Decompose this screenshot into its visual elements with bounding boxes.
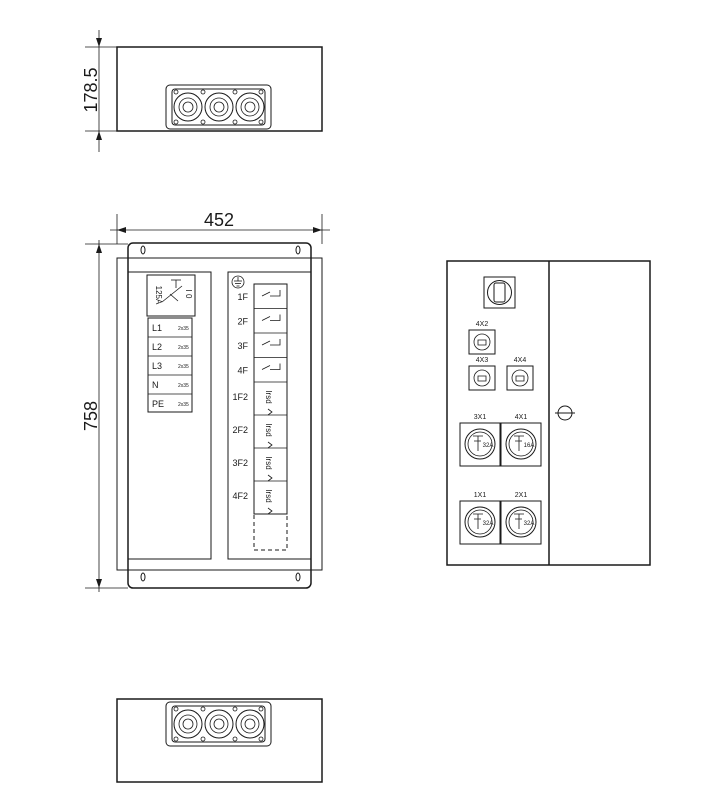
breaker-label: 3F <box>237 341 248 351</box>
breaker-1f: 1F <box>237 290 281 302</box>
rcd-type-label: Irsd <box>264 390 273 403</box>
width-dimension-label: 452 <box>204 210 234 230</box>
rcd-2f2: 2F2 Irsd <box>232 414 287 449</box>
main-switch-positions: I 0 <box>184 290 193 299</box>
terminal-label: N <box>152 380 159 390</box>
spare-module-slot <box>253 513 288 551</box>
height-dimension: 758 <box>81 240 128 592</box>
terminal-l3: L3 2x35 <box>148 355 192 371</box>
terminal-label: L2 <box>152 342 162 352</box>
height-dimension-label: 758 <box>81 401 101 431</box>
rcd-4f2: 4F2 Irsd <box>232 480 287 515</box>
rotary-switch-handle <box>483 276 516 309</box>
breaker-3f: 3F <box>237 332 287 351</box>
cee-socket-rating: 32A <box>483 443 494 449</box>
breaker-label: 1F <box>237 292 248 302</box>
earth-symbol <box>231 275 245 289</box>
socket-id: 4X3 <box>476 357 489 364</box>
cee-socket-id: 4X1 <box>515 414 528 421</box>
rcd-label: 2F2 <box>232 425 248 435</box>
cee-socket-4x1: 4X1 16A <box>500 414 542 467</box>
terminal-label: L1 <box>152 323 162 333</box>
rcd-3f2: 3F2 Irsd <box>232 447 287 482</box>
depth-dimension: 178.5 <box>81 30 117 152</box>
breaker-label: 2F <box>237 317 248 327</box>
cee-socket-rating: 32A <box>483 521 494 527</box>
terminal-size: 2x35 <box>178 364 189 370</box>
cee-socket-id: 2X1 <box>515 492 528 499</box>
door-lock-icon <box>555 405 575 421</box>
breaker-4f: 4F <box>237 357 287 376</box>
main-switch-rating: 125A <box>154 286 163 305</box>
left-mounting-panel <box>127 271 212 560</box>
terminal-size: 2x35 <box>178 402 189 408</box>
terminal-pe: PE 2x35 <box>148 393 192 409</box>
bottom-view <box>116 698 323 783</box>
terminal-l1: L1 2x35 <box>152 323 189 333</box>
socket-4x2: 4X2 <box>468 321 496 355</box>
cee-socket-3x1: 3X1 32A <box>459 414 501 467</box>
circuit-breakers: 1F 2F 3F 4F <box>237 290 287 376</box>
depth-dimension-label: 178.5 <box>81 67 101 112</box>
rcd-label: 1F2 <box>232 392 248 402</box>
rcd-label: 4F2 <box>232 491 248 501</box>
terminal-size: 2x35 <box>178 326 189 332</box>
small-sockets: 4X2 4X3 4X4 <box>468 321 534 391</box>
cee-socket-rating: 16A <box>524 443 535 449</box>
top-view-outline <box>116 46 323 132</box>
cee-sockets: 3X1 32A 4X1 16A 1X1 32A 2X1 32A <box>459 414 542 545</box>
terminal-size: 2x35 <box>178 345 189 351</box>
cee-socket-2x1: 2X1 32A <box>500 492 542 545</box>
cee-socket-rating: 32A <box>524 521 535 527</box>
socket-id: 4X4 <box>514 357 527 364</box>
rcd-type-label: Irsd <box>264 456 273 469</box>
terminal-label: L3 <box>152 361 162 371</box>
rcd-type-label: Irsd <box>264 423 273 436</box>
cee-socket-1x1: 1X1 32A <box>459 492 501 545</box>
enclosure-body <box>116 257 323 571</box>
socket-4x4: 4X4 <box>506 357 534 391</box>
cee-socket-id: 1X1 <box>474 492 487 499</box>
socket-id: 4X2 <box>476 321 489 328</box>
breaker-2f: 2F <box>237 308 287 327</box>
terminal-label: PE <box>152 399 164 409</box>
bottom-cable-gland-plate <box>165 701 272 747</box>
rcd-label: 3F2 <box>232 458 248 468</box>
cee-socket-id: 3X1 <box>474 414 487 421</box>
rcd-1f2: 1F2 Irsd <box>232 381 287 416</box>
top-view: 178.5 <box>81 30 323 152</box>
mounting-slots <box>140 245 301 582</box>
top-cable-gland-plate <box>165 84 272 130</box>
terminal-l2: L2 2x35 <box>148 336 192 352</box>
main-switch: 125A I 0 <box>146 274 196 317</box>
socket-4x3: 4X3 <box>468 357 496 391</box>
terminal-size: 2x35 <box>178 383 189 389</box>
rcd-type-label: Irsd <box>264 489 273 502</box>
front-view: 452 758 125A I 0 <box>81 210 330 592</box>
breaker-label: 4F <box>237 366 248 376</box>
terminal-n: N 2x35 <box>148 374 192 390</box>
bottom-view-outline <box>116 698 323 783</box>
right-mounting-panel <box>227 271 312 560</box>
door-view: 4X2 4X3 4X4 3X1 32A 4X1 16A 1X1 32A 2X1 32A <box>446 260 651 566</box>
width-dimension: 452 <box>110 210 330 244</box>
